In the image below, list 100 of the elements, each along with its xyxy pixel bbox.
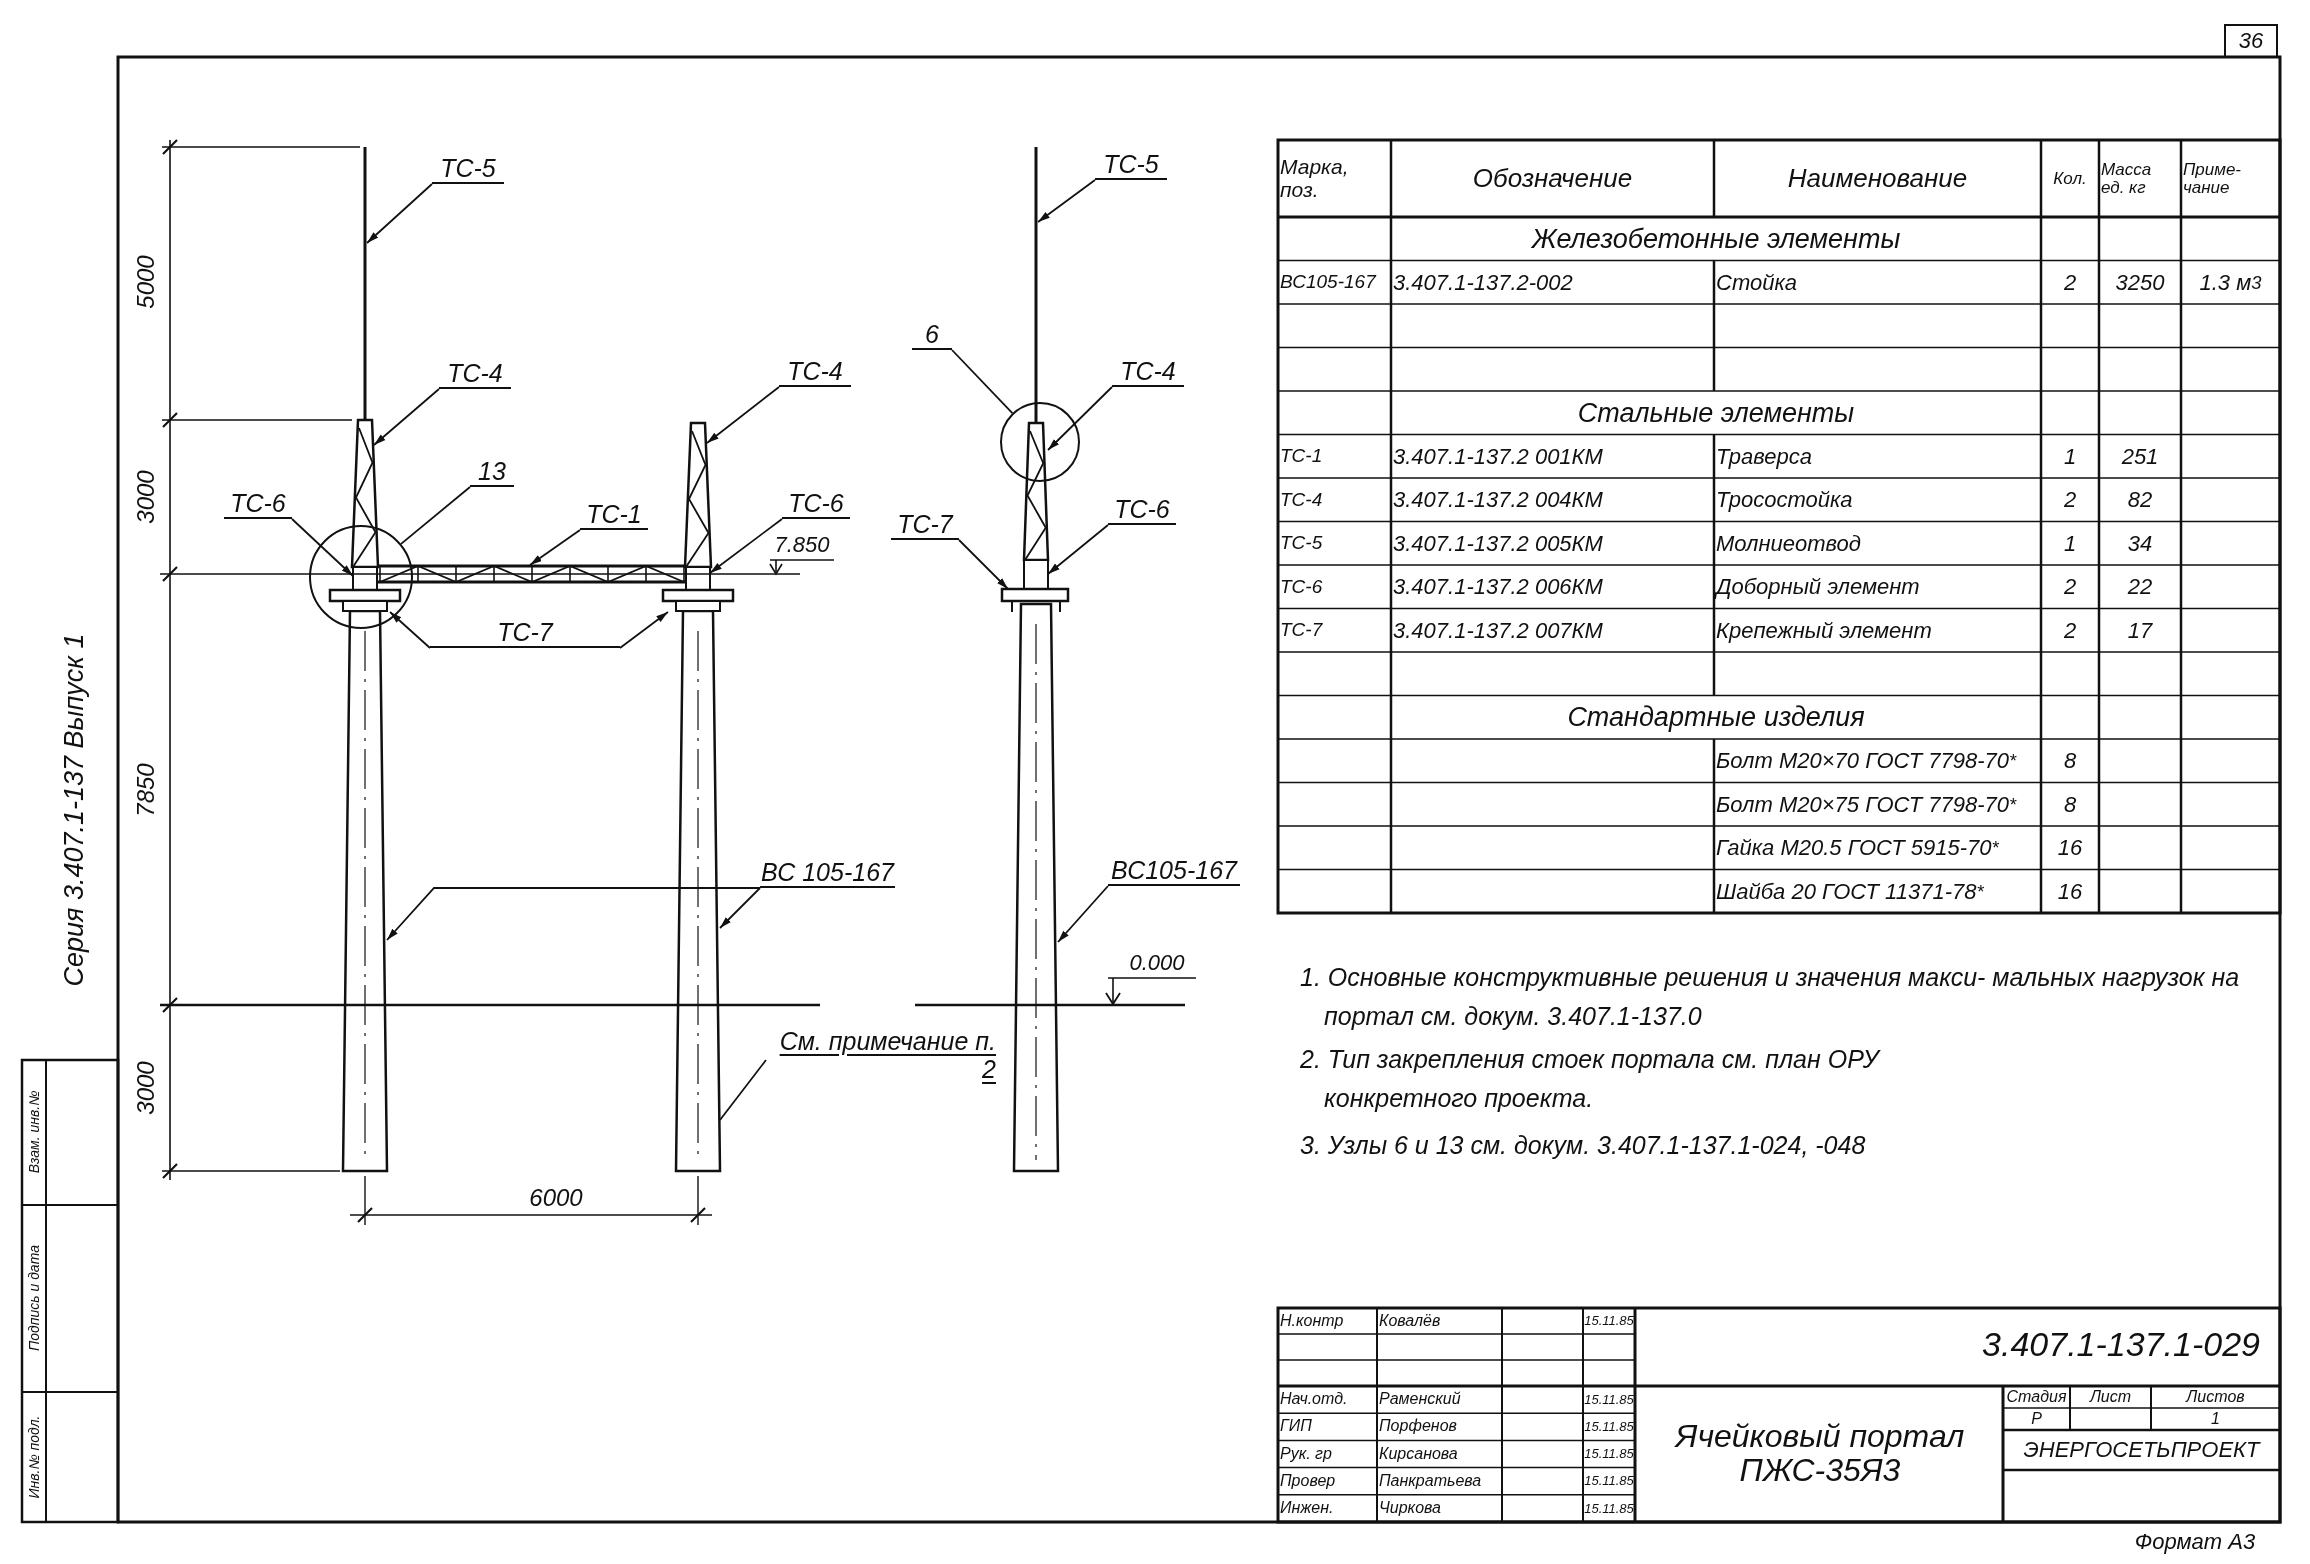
title-block-text: Стадия (2005, 1387, 2068, 1407)
table-text: 3.407.1-137.2 005КМ (1393, 529, 1604, 558)
leader-line (386, 887, 761, 941)
callout-label: 13 (470, 455, 514, 487)
title-block-text: Рук. гр (1280, 1443, 1333, 1464)
title-block-text: Лист (2088, 1387, 2133, 1407)
title-block-text: Н.контр (1280, 1310, 1345, 1331)
callout-label: ТС-4 (779, 355, 851, 387)
table-text: 8 (2062, 790, 2078, 819)
dimension-value: 7850 (132, 762, 160, 819)
table-text: 16 (2056, 877, 2084, 906)
sheet-number: 36 (2224, 24, 2278, 58)
table-text: 3.407.1-137.2 007КМ (1393, 616, 1604, 645)
cap-plate-drawing (328, 588, 402, 612)
table-text: 3.407.1-137.2 004КМ (1393, 486, 1604, 515)
table-text: 16 (2056, 834, 2084, 863)
table-text: 34 (2126, 529, 2154, 558)
leader-line (1037, 179, 1096, 223)
title-block-text: ГИП (1280, 1416, 1313, 1437)
stamp-text: Инв.№ подл. (24, 1414, 43, 1501)
leader-line (719, 887, 761, 929)
table-text: 8 (2062, 747, 2078, 776)
dimension-value: 3000 (132, 469, 160, 526)
table-text: ТС-1 (1280, 444, 1324, 469)
table-text: 251 (2120, 442, 2160, 471)
leader-line (366, 183, 433, 244)
title-block-text: Листов (2184, 1387, 2246, 1407)
leader-line (706, 386, 780, 444)
title-block-text: 15.11.85 (1584, 1417, 1634, 1436)
truss-drawing (378, 564, 686, 584)
table-text: 2 (2062, 268, 2078, 297)
leader-line (291, 518, 354, 577)
mast-drawing (1034, 147, 1038, 423)
table-text: 2 (2062, 486, 2078, 515)
table-text: 22 (2126, 573, 2154, 602)
table-text: ТС-7 (1280, 618, 1324, 643)
title-block-text: Чиркова (1379, 1498, 1442, 1518)
title-block-text: 15.11.85 (1584, 1390, 1634, 1409)
organization-name: ЭНЕРГОСЕТЬПРОЕКТ (2022, 1436, 2262, 1465)
title-block-text: Р (2030, 1409, 2043, 1429)
elevation-value: 7.850 (773, 532, 831, 558)
mast-drawing (363, 147, 367, 420)
table-text: ТС-4 (1280, 487, 1324, 512)
leader-line (389, 611, 431, 649)
table-text: Стойка (1716, 268, 1799, 297)
column-heading: Кол. (2052, 167, 2088, 190)
cap-plate-drawing (661, 588, 735, 612)
table-text: 2 (2062, 573, 2078, 602)
column-drawing (674, 609, 722, 1173)
leader-line (1047, 386, 1113, 451)
leader-line (951, 349, 1014, 414)
title-block-text: Ковалёв (1379, 1310, 1442, 1331)
table-text: ВС105-167 (1280, 270, 1378, 295)
callout-label: ТС-5 (432, 152, 504, 184)
leader-line (1057, 885, 1109, 943)
callout-label: См. примечание п. 2 (766, 1028, 996, 1092)
note-text: 2. Тип закрепления стоек портала см. план ОРУ конкретного проекта. (1300, 1044, 1882, 1114)
table-text: 1 (2062, 442, 2078, 471)
leader-line (1047, 524, 1109, 575)
note-text: 1. Основные конструктивные решения и значения макси- мальных нагрузок на портал см. докум. 3.407.1-137.0 (1300, 962, 2241, 1032)
callout-label: ТС-1 (580, 498, 648, 530)
callout-label: ТС-7 (891, 508, 959, 540)
title-block-text: 15.11.85 (1584, 1499, 1634, 1518)
table-text: 3250 (2114, 268, 2166, 297)
column-heading: Обозначение (1471, 161, 1634, 195)
leader-line (529, 529, 581, 566)
leader-line (619, 611, 669, 649)
column-heading: Масса ед. кг (2101, 158, 2153, 199)
table-text: ТС-6 (1280, 574, 1324, 599)
column-heading: Приме- чание (2183, 158, 2242, 199)
lattice-post-drawing (350, 418, 380, 569)
callout-label: ТС-5 (1095, 148, 1167, 180)
table-text: 82 (2126, 486, 2154, 515)
callout-label: 6 (912, 318, 952, 350)
column-heading: Марка, поз. (1280, 154, 1350, 203)
callout-label: ВС 105-167 (760, 856, 895, 888)
leader-line (709, 518, 783, 574)
callout-label: ТС-6 (782, 487, 850, 519)
table-text: Траверса (1716, 442, 1813, 471)
elevation-value: 0.000 (1128, 950, 1186, 976)
leader-line (400, 486, 471, 545)
drawing-number: 3.407.1-137.1-029 (1981, 1324, 2260, 1366)
format-text: Формат А3 (2133, 1528, 2257, 1557)
callout-label: ТС-6 (1108, 493, 1176, 525)
table-text: 3.407.1-137.2 006КМ (1393, 573, 1604, 602)
lattice-post-drawing (683, 421, 713, 569)
title-block-text: 1 (2210, 1409, 2221, 1429)
title-block-text: 15.11.85 (1584, 1445, 1634, 1464)
title-block-text: 15.11.85 (1584, 1472, 1634, 1491)
title-block-text: Кирсанова (1379, 1443, 1459, 1464)
cap-plate-drawing (1000, 587, 1070, 613)
section-heading: Стандартные изделия (1566, 701, 1866, 735)
title-block-text: Инжен. (1280, 1498, 1335, 1518)
title-block-text: Панкратьева (1379, 1470, 1483, 1491)
title-block-text: Порфенов (1379, 1416, 1458, 1437)
table-text: 3.407.1-137.2-002 (1393, 268, 1574, 297)
detail-circle (1000, 402, 1080, 482)
column-heading: Наименование (1786, 161, 1969, 195)
leader-line (719, 1059, 767, 1121)
stamp-text: Взам. инв.№ (24, 1089, 43, 1176)
